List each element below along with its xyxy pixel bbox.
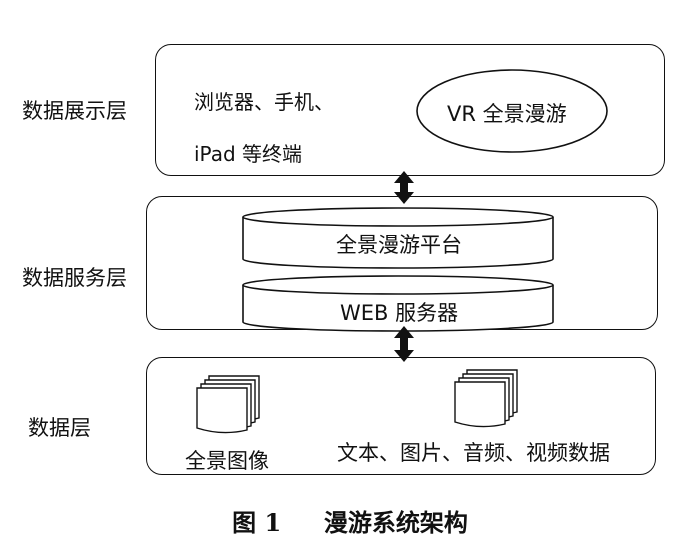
data-layer-label: 数据层 — [28, 416, 91, 440]
terminals-line1: 浏览器、手机、 — [194, 90, 334, 114]
platform-cylinder — [242, 207, 554, 269]
vr-panorama-ellipse — [416, 69, 608, 153]
vr-panorama-label: VR 全景漫游 — [447, 102, 567, 126]
figure-caption: 图 1 漫游系统架构 — [0, 503, 700, 538]
web-server-cylinder — [242, 275, 554, 332]
web-server-label: WEB 服务器 — [340, 301, 459, 325]
terminals-line2: iPad 等终端 — [194, 142, 303, 166]
display-layer-label: 数据展示层 — [22, 99, 127, 123]
double-arrow-upper — [394, 171, 414, 204]
figure-number: 图 1 — [232, 508, 282, 537]
panorama-image-label: 全景图像 — [185, 449, 269, 473]
media-data-label: 文本、图片、音频、视频数据 — [337, 441, 610, 465]
platform-label: 全景漫游平台 — [336, 233, 462, 257]
figure-title: 漫游系统架构 — [323, 508, 468, 537]
service-layer-label: 数据服务层 — [22, 266, 127, 290]
double-arrow-lower — [394, 326, 414, 362]
media-document-icon — [454, 369, 518, 428]
panorama-document-icon — [196, 375, 260, 434]
